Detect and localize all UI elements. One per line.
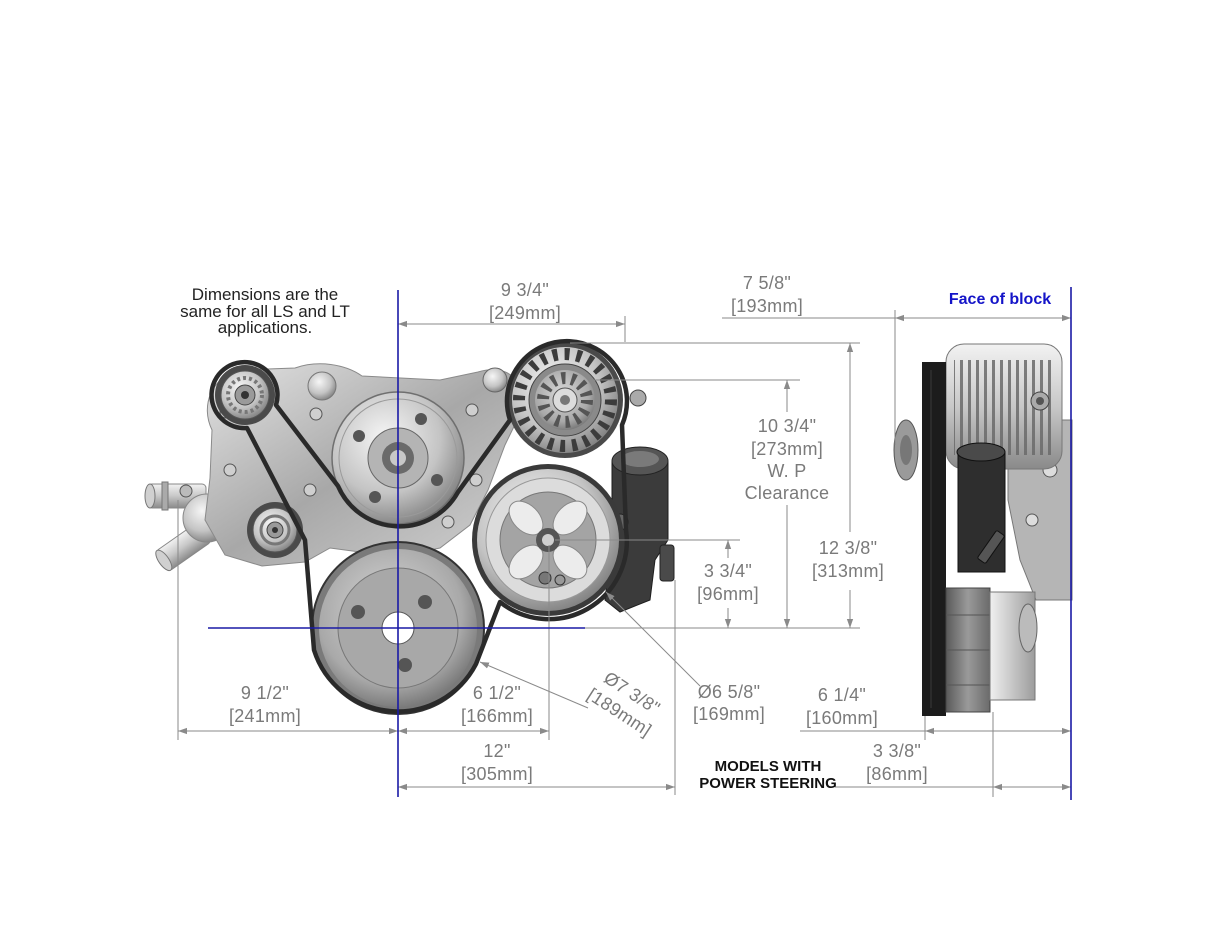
models-label: MODELS WITH POWER STEERING <box>699 758 837 792</box>
side-power-steering-reservoir <box>956 442 1006 573</box>
dim-metric: [169mm] <box>693 704 765 724</box>
pulley-bolt <box>418 595 432 609</box>
reference-lines <box>208 287 1072 800</box>
dim-imperial: 9 3/4" <box>501 280 549 300</box>
dim-imperial: 6 1/4" <box>818 685 866 705</box>
dim-metric: [305mm] <box>461 764 533 784</box>
pulley-bolt <box>538 571 552 585</box>
dim-imperial: 10 3/4" <box>758 416 817 436</box>
housing-bolt <box>223 463 237 477</box>
note-line: Dimensions are the <box>192 285 338 304</box>
dim-imperial: 12 3/8" <box>819 538 878 558</box>
crank-diameter-label: Ø7 3/8" [189mm] <box>584 668 664 741</box>
reservoir-fitting <box>659 544 675 582</box>
leader-ps-diameter <box>605 591 701 687</box>
housing-bolt <box>309 407 323 421</box>
upper-idler-pulley <box>215 365 275 425</box>
alternator <box>482 342 647 458</box>
side-alternator <box>945 343 1063 470</box>
dim-metric: [313mm] <box>812 561 884 581</box>
side-bracket-plate <box>922 362 946 716</box>
housing-bolt <box>441 515 455 529</box>
dim-metric: [273mm] <box>751 439 823 459</box>
dim-metric: [86mm] <box>866 764 928 784</box>
dim-imperial: 7 5/8" <box>743 273 791 293</box>
pulley-bolt <box>351 605 365 619</box>
note-line: applications. <box>218 318 313 337</box>
applicability-note: Dimensions are the same for all LS and L… <box>180 285 350 337</box>
alternator-mount-bolt <box>482 367 508 393</box>
dimension-lines <box>177 310 1071 797</box>
housing-bolt <box>465 403 479 417</box>
power-steering-pulley <box>472 464 624 616</box>
dim-note: Clearance <box>745 483 830 503</box>
dim-metric: [193mm] <box>731 296 803 316</box>
dim-imperial: 3 3/8" <box>873 741 921 761</box>
models-label-line: MODELS WITH <box>715 758 822 775</box>
dim-metric: [96mm] <box>697 584 759 604</box>
side-view <box>893 343 1073 716</box>
leader-crank-diameter <box>479 661 589 709</box>
dim-note: W. P <box>767 461 806 481</box>
dim-imperial: 3 3/4" <box>704 561 752 581</box>
pulley-bolt <box>554 574 566 586</box>
side-crank-pulley <box>945 587 1038 713</box>
pulley-bolt-hole <box>415 413 427 425</box>
pulley-bolt <box>398 658 412 672</box>
note-line: same for all LS and LT <box>180 302 350 321</box>
lower-idler-pulley <box>247 502 303 558</box>
outlet-bolt <box>179 484 193 498</box>
serpentine-belt <box>209 338 630 714</box>
models-label-line: POWER STEERING <box>699 775 837 792</box>
dim-imperial: 9 1/2" <box>241 683 289 703</box>
housing-bolt <box>303 483 317 497</box>
pulley-bolt-hole <box>353 430 365 442</box>
dim-imperial: 12" <box>483 741 510 761</box>
pulley-bolt-hole <box>431 474 443 486</box>
housing-boss <box>307 371 337 401</box>
dim-metric: [160mm] <box>806 708 878 728</box>
housing-bolt <box>469 473 483 487</box>
dim-imperial: 6 1/2" <box>473 683 521 703</box>
dim-metric: [249mm] <box>489 303 561 323</box>
alternator-terminal <box>629 389 647 407</box>
front-view <box>144 338 675 715</box>
face-of-block-label: Face of block <box>949 291 1051 308</box>
pulley-bolt-hole <box>369 491 381 503</box>
dim-metric: [166mm] <box>461 706 533 726</box>
dim-imperial: Ø6 5/8" <box>698 682 761 702</box>
dim-metric: [241mm] <box>229 706 301 726</box>
